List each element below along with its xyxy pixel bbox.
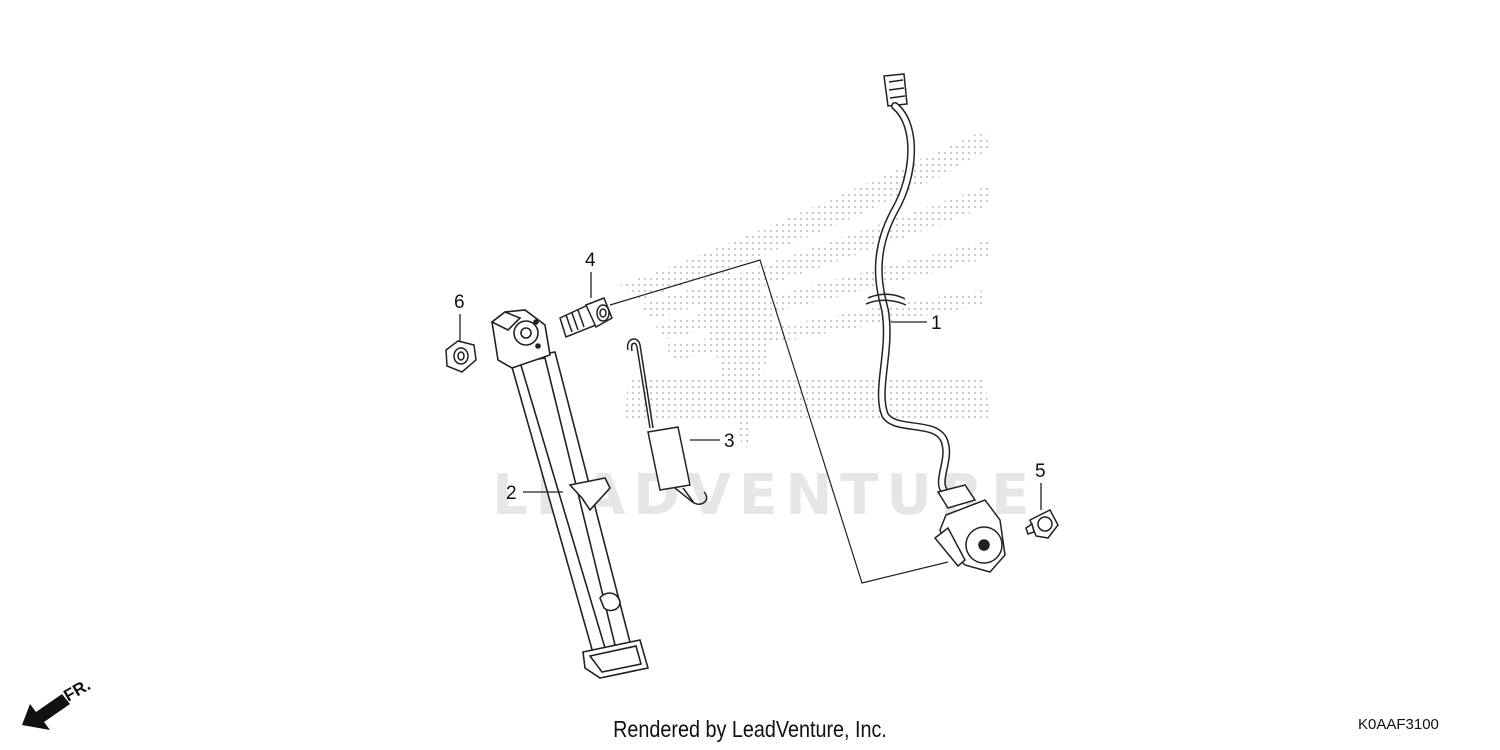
side-stand-spring — [626, 338, 708, 505]
front-direction-arrow-icon: FR. — [22, 675, 94, 730]
switch-bolt — [1025, 509, 1059, 539]
footer-credit: Rendered by LeadVenture, Inc. — [613, 716, 887, 742]
leader-lines — [459, 272, 1042, 510]
nut — [445, 340, 477, 373]
pivot-bolt — [559, 297, 613, 338]
callout-4: 4 — [585, 250, 596, 271]
callout-6: 6 — [454, 292, 465, 313]
wing-logo-watermark — [620, 130, 990, 455]
callout-1: 1 — [931, 313, 942, 334]
side-stand-switch-harness — [865, 73, 1006, 573]
diagram-code: K0AAF3100 — [1358, 716, 1439, 733]
callout-2: 2 — [506, 483, 517, 504]
callout-5: 5 — [1035, 461, 1046, 482]
reference-line — [609, 259, 949, 584]
callout-3: 3 — [724, 431, 735, 452]
side-stand — [490, 309, 650, 679]
